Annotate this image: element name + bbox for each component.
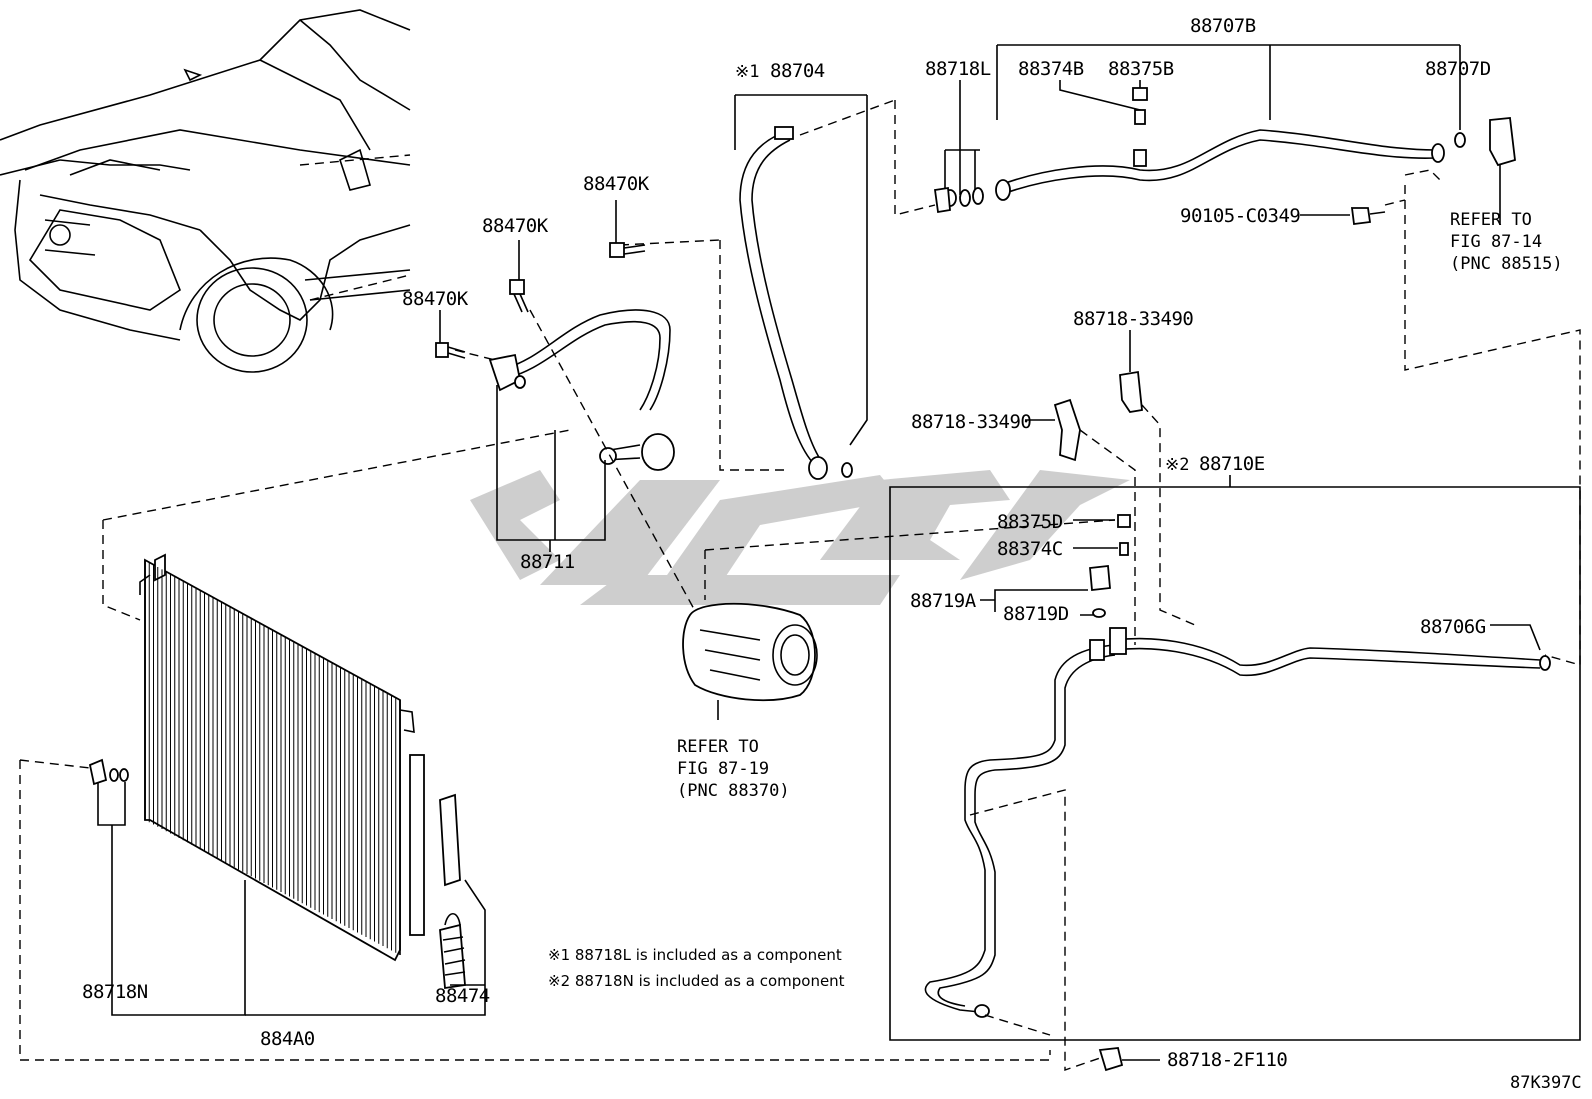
ref2-line3: (PNC 88370) <box>677 781 790 801</box>
reference-callouts: REFER TO FIG 87-14 (PNC 88515) REFER TO … <box>677 210 1563 801</box>
label-88707b: 88707B <box>1190 15 1256 37</box>
label-88706g: 88706G <box>1420 616 1486 638</box>
ref1-line1: REFER TO <box>1450 210 1532 230</box>
label-88704: 88704 <box>770 60 825 82</box>
compressor-icon <box>682 519 1116 720</box>
label-90105-c0349: 90105-C0349 <box>1180 205 1300 227</box>
label-88374b: 88374B <box>1018 58 1084 80</box>
hose-88707b-group <box>894 44 1581 666</box>
bolt-88470k-icon <box>435 200 646 359</box>
ref2-line2: FIG 87-19 <box>677 759 769 779</box>
label-88470k-c: 88470K <box>402 288 469 310</box>
label-88718l: 88718L <box>925 58 991 80</box>
label-88719d: 88719D <box>1003 603 1069 625</box>
watermark-logo <box>470 470 1130 605</box>
ref2-line1: REFER TO <box>677 737 759 757</box>
label-88474: 88474 <box>435 985 490 1007</box>
label-88375d: 88375D <box>997 511 1063 533</box>
note-2: ※2 88718N is included as a component <box>548 972 845 990</box>
note-1: ※1 88718L is included as a component <box>548 946 842 964</box>
hose-88711 <box>102 309 701 621</box>
mark-88710e: ※2 <box>1165 455 1189 475</box>
mark-88704: ※1 <box>735 62 759 82</box>
label-88718-33490-b: 88718-33490 <box>911 411 1031 433</box>
label-88718-2f110: 88718-2F110 <box>1167 1049 1287 1071</box>
label-88710e: 88710E <box>1199 453 1265 475</box>
liquid-line-88710e-box <box>889 475 1581 1072</box>
clamp-88718-33490-icon <box>1025 330 1196 645</box>
label-88375b: 88375B <box>1108 58 1174 80</box>
condenser-884a0-icon <box>19 553 1051 1061</box>
label-884a0: 884A0 <box>260 1028 315 1050</box>
part-labels: 88707B 88718L 88374B 88375B 88707D ※1 88… <box>82 15 1491 1071</box>
component-notes: ※1 88718L is included as a component ※2 … <box>548 946 845 990</box>
label-88707d: 88707D <box>1425 58 1491 80</box>
label-88470k-a: 88470K <box>583 173 650 195</box>
label-88470k-b: 88470K <box>482 215 549 237</box>
ref1-line2: FIG 87-14 <box>1450 232 1542 252</box>
label-88719a: 88719A <box>910 590 977 612</box>
label-88718n: 88718N <box>82 981 148 1003</box>
vehicle-illustration-icon <box>0 9 411 373</box>
hose-88704 <box>619 94 896 480</box>
ref1-line3: (PNC 88515) <box>1450 254 1563 274</box>
label-88718-33490-a: 88718-33490 <box>1073 308 1193 330</box>
diagram-code: 87K397C <box>1510 1073 1582 1093</box>
label-88374c: 88374C <box>997 538 1063 560</box>
label-88711: 88711 <box>520 551 575 573</box>
